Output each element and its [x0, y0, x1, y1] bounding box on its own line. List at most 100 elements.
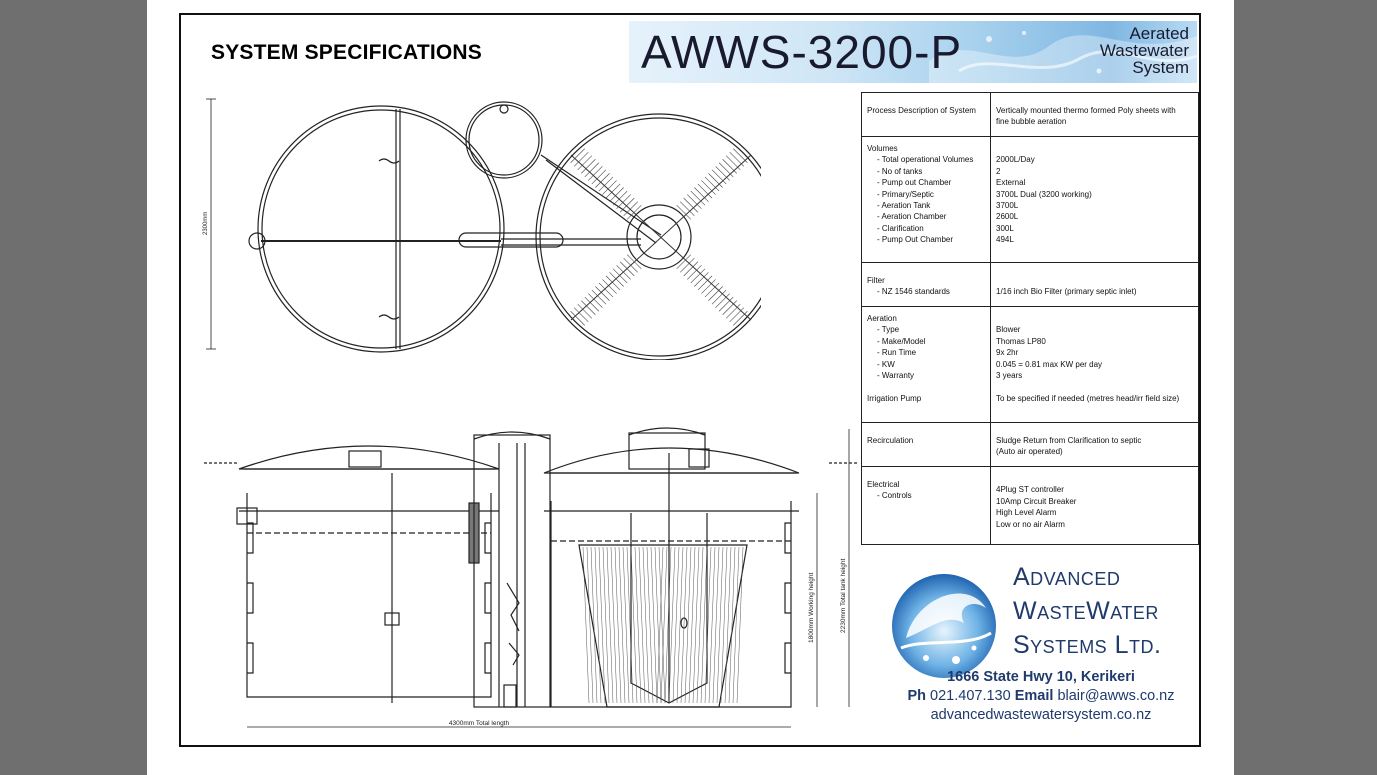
spec-label-line: - Clarification	[877, 223, 924, 233]
diffuser-hatch-line	[690, 190, 706, 206]
spec-label-line: - Type	[877, 325, 900, 335]
spec-value-line: 2600L	[996, 212, 1019, 222]
email-address: blair@awws.co.nz	[1057, 688, 1175, 704]
spec-label-cell: Volumes - Total operational Volumes- No o…	[861, 136, 991, 263]
diffuser-hatch-line	[577, 303, 593, 319]
spec-value-line: 2	[996, 166, 1001, 176]
spec-label-line: Process Description of System	[867, 106, 976, 115]
diffuser-hatch-line	[605, 275, 621, 291]
diffuser-hatch-line	[722, 300, 737, 315]
spec-value-line: High Level Alarm	[996, 508, 1057, 518]
spec-label-line: - No of tanks	[877, 166, 923, 176]
diffuser-hatch-line	[694, 187, 709, 202]
diffuser-hatch-line	[708, 173, 723, 188]
spec-value-line: 300L	[996, 223, 1014, 233]
spec-row: Volumes - Total operational Volumes- No o…	[861, 136, 1199, 263]
spec-label-line: - Pump Out Chamber	[877, 235, 954, 245]
spec-label-line: - Pump out Chamber	[877, 178, 952, 188]
diffuser-hatch-line	[598, 282, 614, 298]
spec-value-cell: Vertically mounted thermo formed Poly sh…	[990, 92, 1199, 137]
diffuser-hatch-line	[722, 159, 737, 174]
clarifier-hatch-line	[642, 546, 650, 704]
water-splash-graphic	[929, 31, 1197, 83]
diffuser-hatch-line	[626, 254, 642, 270]
diffuser-hatch-line	[733, 311, 748, 326]
spec-value-line: 4Plug ST controller	[996, 485, 1064, 495]
spec-label-line: - Total operational Volumes	[877, 155, 974, 165]
company-block: Advanced WasteWater Systems Ltd. 1666 St…	[881, 560, 1199, 745]
clarifier-hatch-line	[594, 546, 602, 704]
diffuser-hatch-line	[584, 296, 600, 312]
company-name-line: WasteWater	[1013, 597, 1159, 625]
spec-row: Aeration- Type- Make/Model- Run Time- KW…	[861, 306, 1199, 423]
spec-label-cell: Filter- NZ 1546 standards	[861, 262, 991, 307]
diffuser-hatch-line	[570, 311, 585, 326]
diffuser-hatch-line	[609, 272, 624, 287]
diffuser-hatch-line	[623, 201, 639, 217]
diffuser-hatch-line	[588, 293, 603, 308]
spec-label-line: - Aeration Chamber	[877, 212, 947, 222]
diffuser-hatch-line	[679, 257, 695, 273]
diffuser-hatch-line	[588, 166, 603, 181]
clarifier-hatch-line	[614, 546, 622, 704]
diffuser-hatch-line	[595, 286, 610, 301]
diffuser-hatch-line	[619, 261, 635, 277]
diffuser-hatch-line	[619, 197, 635, 213]
diffuser-hatch-line	[602, 180, 617, 195]
spec-value-line: Sludge Return from Clarification to sept…	[996, 436, 1142, 445]
diffuser-hatch-line	[683, 197, 699, 213]
diffuser-hatch-line	[718, 162, 734, 178]
diffuser-hatch-line	[584, 162, 600, 178]
spec-value-line	[996, 143, 1193, 154]
spec-value-line: 2000L/Day	[996, 155, 1035, 165]
email-label: Email	[1014, 688, 1054, 704]
address: 1666 State Hwy 10, Kerikeri	[947, 669, 1135, 685]
clarifier-hatch-line	[638, 546, 646, 704]
clarifier-hatch-line	[602, 546, 610, 704]
clarifier-hatch-line	[692, 546, 700, 704]
spec-value-line: 0.045 = 0.81 max KW per day	[996, 359, 1103, 369]
spec-value-line	[996, 313, 1193, 324]
spec-value-line	[996, 381, 1193, 392]
spec-value-line: 3700L Dual (3200 working)	[996, 189, 1092, 199]
diffuser-hatch-line	[676, 204, 692, 220]
spec-label-cell: Recirculation	[861, 422, 991, 467]
diffuser-hatch-line	[602, 279, 617, 294]
spec-label-line: Volumes	[867, 144, 898, 153]
spec-value-line: 3 years	[996, 370, 1023, 380]
spec-row: Process Description of System Vertically …	[861, 92, 1199, 137]
diffuser-hatch-line	[616, 265, 631, 280]
spec-value-line: 3700L	[996, 200, 1019, 210]
diffuser-hatch-line	[570, 148, 585, 163]
clarifier-hatch-line	[720, 546, 728, 704]
diffuser-hatch-line	[595, 173, 610, 188]
diffuser-hatch-line	[725, 155, 741, 171]
company-name: Advanced WasteWater Systems Ltd.	[1013, 560, 1161, 662]
section-view-drawing: 4300mm Total length 1800mm Working heigh…	[204, 427, 859, 728]
spec-label-line: Electrical	[867, 480, 900, 489]
diffuser-hatch-line	[715, 293, 730, 308]
clarifier-hatch-line	[646, 546, 654, 704]
clarifier-hatch-line	[626, 546, 634, 704]
diffuser-hatch-line	[729, 307, 745, 323]
diffuser-hatch-line	[725, 303, 741, 319]
clarifier-hatch-line	[676, 546, 684, 704]
diffuser-hatch-line	[711, 169, 727, 185]
diffuser-hatch-line	[581, 300, 596, 315]
diffuser-hatch-line	[701, 180, 716, 195]
spec-label-line: - Make/Model	[877, 336, 926, 346]
company-name-line: Advanced	[1013, 563, 1121, 591]
diffuser-hatch-line	[704, 176, 720, 192]
diffuser-hatch-line	[616, 194, 631, 209]
page-title: SYSTEM SPECIFICATIONS	[211, 41, 483, 64]
diffuser-hatch-line	[581, 159, 596, 174]
diffuser-hatch-line	[626, 204, 642, 220]
clarifier-hatch-line	[634, 546, 642, 704]
diffuser-hatch-line	[591, 169, 607, 185]
clarifier-hatch-line	[700, 546, 708, 704]
spec-value-line: Thomas LP80	[996, 336, 1046, 346]
diffuser-hatch-line	[718, 296, 734, 312]
diffuser-hatch-line	[609, 187, 624, 202]
clarifier-hatch-line	[664, 546, 672, 704]
clarifier-hatch-line	[618, 546, 626, 704]
